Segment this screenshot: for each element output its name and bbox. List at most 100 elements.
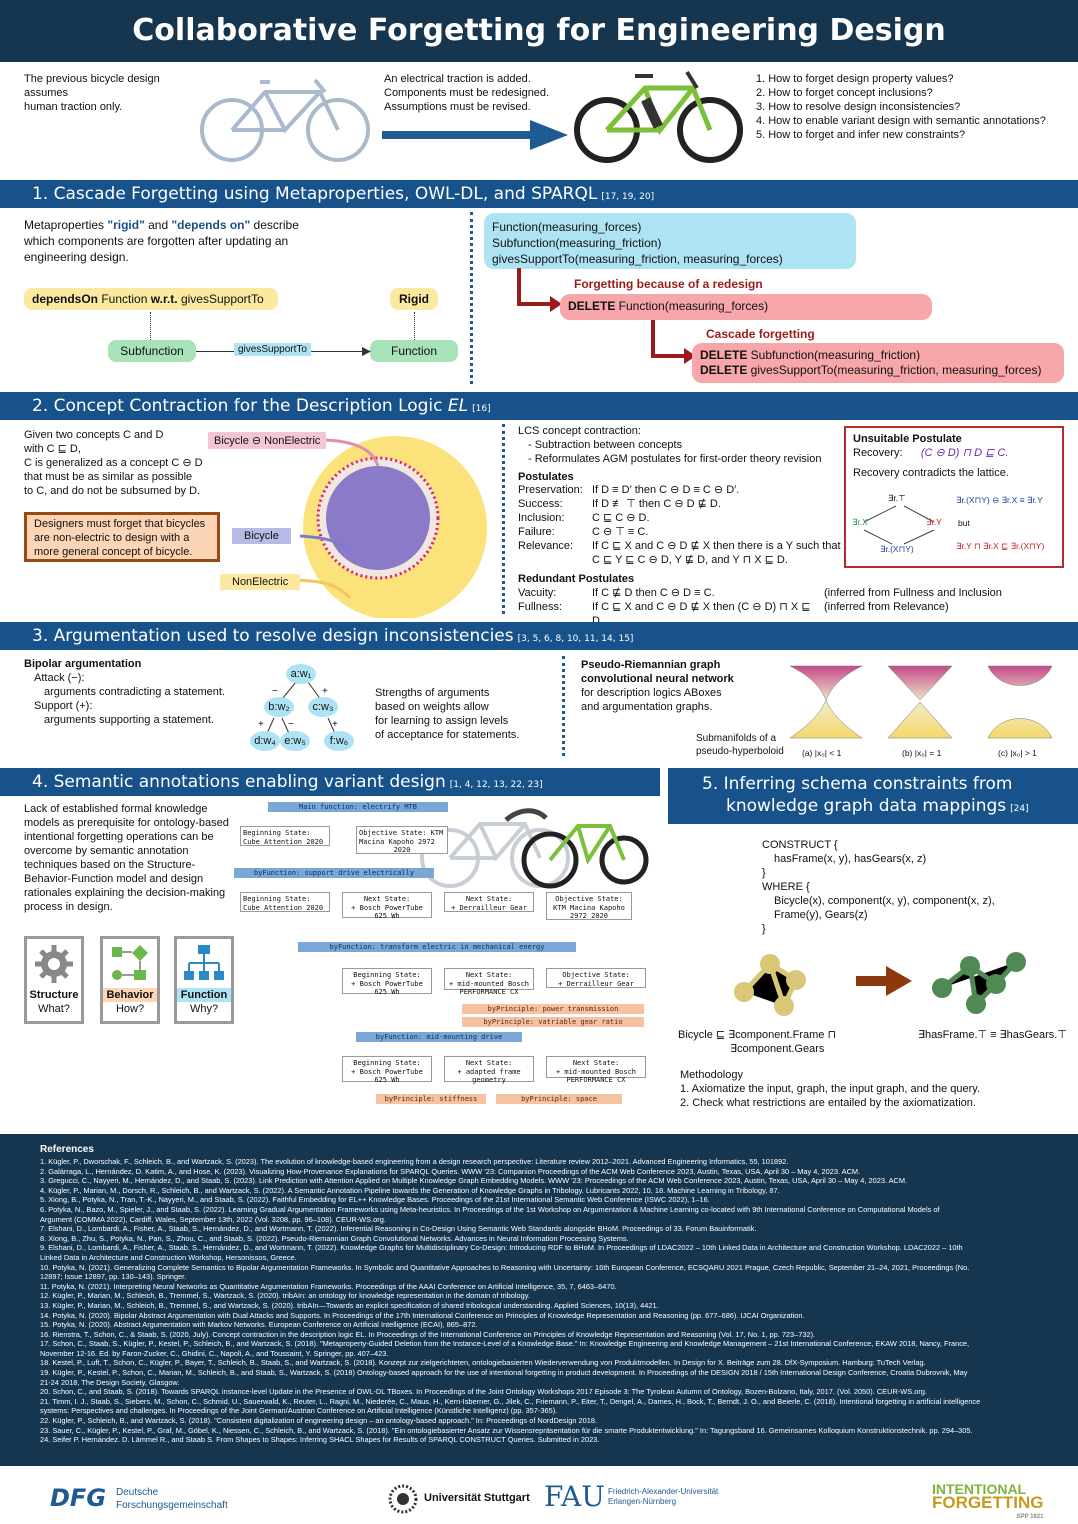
redundant-postulates-list: Vacuity:If C ⋢ D then C ⊖ D ≡ C.(inferre… (518, 587, 1002, 627)
lattice-equation-2: ∃r.Y ⊓ ∃r.X ⊑ ∃r.(X⊓Y) (956, 541, 1045, 551)
e-bicycle-image (574, 70, 743, 163)
dotted-connector (150, 312, 151, 340)
references-list: 1. Kügler, P., Dworschak, F., Schleich, … (40, 1157, 1048, 1445)
cascade-label: Cascade forgetting (706, 327, 815, 341)
bicycle-minus-nonelectric-label: Bicycle ⊖ NonElectric (208, 432, 327, 449)
references-section: References 1. Kügler, P., Dworschak, F.,… (0, 1134, 1078, 1466)
graph-transform-image (734, 952, 1026, 1016)
reference-item: Linked Data in Architecture and Construc… (40, 1252, 297, 1262)
reference-item: 9. Elshani, D., Lombardi, A., Fisher, A.… (40, 1243, 963, 1253)
byfunction-label: byFunction: mid-mounting drive (356, 1032, 522, 1042)
argument-node-e: e:w₅ (280, 731, 310, 751)
edge-sign: + (332, 719, 338, 730)
arrow-right-icon (382, 120, 568, 150)
byfunction-label: byFunction: support drive electrically (234, 868, 434, 878)
research-questions: 1. How to forget design property values?… (756, 73, 1046, 141)
bicycle-transition-image (420, 808, 649, 889)
concept-contraction-diagram (289, 436, 487, 618)
argument-node-c: c:w₃ (308, 697, 338, 717)
reference-item: 18. Kestel, P., Luft, T., Schon, C., Küg… (40, 1358, 926, 1368)
stuttgart-logo-icon (388, 1484, 418, 1514)
edge-sign: − (288, 719, 294, 730)
reference-item: 24. Seifer P. Hernández. D. Lämmel R., a… (40, 1435, 600, 1445)
facts-box: Function(measuring_forces)Subfunction(me… (484, 213, 856, 269)
arrow-down-right-icon (651, 320, 696, 364)
s1-description: Metaproperties "rigid" and "depends on" … (24, 218, 299, 264)
hyperboloid-plots (789, 665, 1053, 739)
rigid-label: Rigid (390, 288, 438, 310)
reference-item: 12897; Issue 12897, pp. 130–143). Spring… (40, 1272, 187, 1282)
reference-item: 1. Kügler, P., Dworschak, F., Schleich, … (40, 1157, 789, 1166)
dotted-connector (414, 312, 415, 340)
lattice-y: ∃r.Y (926, 517, 942, 527)
lattice-but: but (958, 518, 970, 528)
divider (470, 212, 473, 384)
lattice-lines (863, 505, 935, 545)
argument-graph-edges (263, 681, 339, 741)
reference-item: 15. Potyka, N. (2020). Abstract Argument… (40, 1320, 478, 1330)
sparql-query: CONSTRUCT {hasFrame(x, y), hasGears(x, z… (762, 839, 995, 935)
reference-item: 12. Kügler, P., Marian, M., Schleich, B.… (40, 1291, 530, 1301)
argument-node-b: b:w₂ (264, 697, 294, 717)
sbf-state: Objective State:+ Derrailleur Gear (546, 968, 646, 988)
old-bicycle-image (200, 78, 370, 162)
byprinciple-label: byPrinciple: space (496, 1094, 622, 1104)
postulates-list: Preservation:If D ≡ D′ then C ⊖ D ≡ C ⊖ … (518, 484, 841, 566)
arrow-down-right-icon (517, 268, 562, 312)
argument-node-f: f:w₆ (324, 731, 354, 751)
byprinciple-label: byPrinciple: vatriable gear ratio (462, 1017, 644, 1027)
edge-sign: + (258, 719, 264, 730)
section-3-header: 3. Argumentation used to resolve design … (0, 622, 1078, 650)
gear-icon (35, 945, 73, 983)
sbf-state: Beginning State:Cube Attention 2020 (240, 826, 330, 846)
plot-caption-c: (c) |x₀| > 1 (998, 748, 1037, 758)
sbf-state: Next State:+ Derrailleur Gear (444, 892, 534, 912)
redundant-postulates-heading: Redundant Postulates (518, 573, 635, 585)
intro-left: The previous bicycle design assumes huma… (24, 73, 160, 113)
inferred-axiom: ∃hasFrame.⊤ ≡ ∃hasGears.⊤ (918, 1029, 1067, 1041)
arrowhead-icon (362, 347, 371, 356)
reference-item: 23. Sauer, C., Kügler, P., Kestel, P., G… (40, 1425, 973, 1435)
reference-item: Argument (COMMA 2022), Cardiff, Wales, S… (40, 1214, 386, 1224)
argument-node-d: d:w₄ (250, 731, 280, 751)
reference-item: 21. Timm, I. J., Staab, S., Siebers, M.,… (40, 1396, 981, 1406)
edge-sign: + (322, 686, 328, 697)
lattice-top: ∃r.⊤ (888, 493, 906, 503)
divider (562, 656, 565, 756)
reference-item: systems: Perspectives and challenges. In… (40, 1406, 558, 1416)
sbf-state: Beginning State:Cube Attention 2020 (240, 892, 330, 912)
reference-item: 22. Kügler, P., Schleich, B., and Wartza… (40, 1416, 598, 1426)
flowchart-icon (112, 945, 148, 980)
hierarchy-icon (184, 945, 224, 980)
lattice-bottom: ∃r.(X⊓Y) (880, 544, 914, 554)
reference-item: 4. Kügler, P., Marian, M., Dorsch, R., S… (40, 1185, 780, 1195)
bicycle-label: Bicycle (232, 528, 291, 544)
forget-label: Forgetting because of a redesign (574, 277, 763, 291)
main-function-label: Main function: electrify MTB (268, 802, 448, 812)
reference-item: 13. Kügler, P., Marian, M., Schleich, B.… (40, 1300, 659, 1310)
lattice-x: ∃r.X (852, 517, 868, 527)
cascade-delete-box: DELETE Subfunction(measuring_friction) D… (692, 343, 1064, 383)
reference-item: 20. Schon, C., and Staab, S. (2018). Tow… (40, 1387, 927, 1397)
depends-on-label: dependsOn Function w.r.t. givesSupportTo (24, 288, 278, 310)
reference-item: 3. Gregucci, C., Nayyeri, M., Hernández,… (40, 1176, 908, 1186)
delete-function-box: DELETE Function(measuring_forces) (560, 294, 932, 320)
byprinciple-label: byPrinciple: power transmission (462, 1004, 644, 1014)
reference-item: 21-24 2018, The Design Society, Glasgow. (40, 1377, 180, 1387)
